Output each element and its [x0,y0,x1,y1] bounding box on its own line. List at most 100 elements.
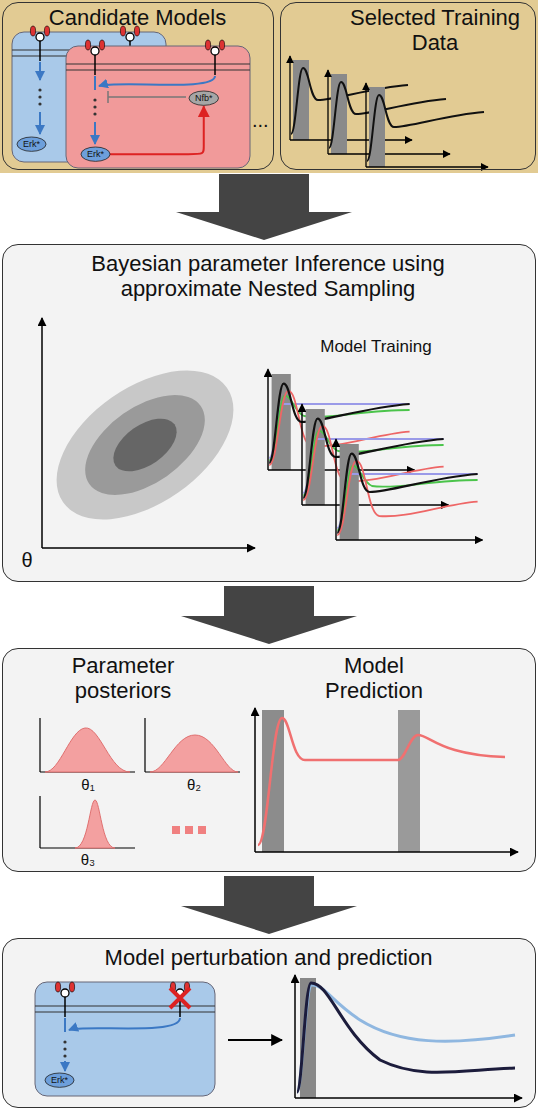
panel-heading: Model perturbation and prediction [3,945,534,970]
perturbation-plot [295,975,522,1098]
perturbed-model [63,1054,66,1057]
species-name: Erk* [51,1075,68,1085]
species-name: Erk* [87,149,104,159]
prediction-plot [255,708,518,852]
posterior-plots [45,728,130,772]
posterior-contours [30,318,260,550]
panel-text: Model Prediction [299,653,449,704]
perturbed-model [55,982,74,1017]
panel-box: Candidate ModelsErk* Nfb* Erk* [2,2,274,170]
posterior-contours [104,408,186,482]
posterior-plots [40,796,135,848]
flow-arrow [176,174,352,240]
posterior-contours [42,547,255,549]
ellipsis-label: ... [252,110,269,130]
panel-box: Bayesian parameter Inference using appro… [2,244,536,582]
perturbed-model [64,1061,66,1071]
training-data-plots [290,56,488,167]
red-model [93,112,96,115]
flow-arrow [181,586,357,644]
result-arrow [228,1039,282,1041]
flow-arrow [181,876,357,934]
red-model [94,76,96,90]
ellipse-shape [17,137,46,151]
prediction-plot [255,851,518,853]
perturbed-model [35,982,215,1096]
species-ellipse: Nfb* [189,91,219,105]
species-ellipse: Erk* [81,147,110,161]
blue-model [39,112,41,134]
species-name: Nfb* [195,93,213,103]
posterior-contours [68,375,223,515]
prediction-plot [398,710,420,852]
posterior-contours [41,318,43,548]
panel-fill [2,244,536,582]
panel-text: θ₁ [71,776,105,793]
blue-model [39,62,41,80]
training-data-plots [366,83,488,167]
perturbation-plot [297,985,515,1092]
panel-box: Model perturbation and predictionErk* [2,938,536,1108]
posterior-plots [150,735,238,772]
species-ellipse: Erk* [45,1073,74,1087]
perturbed-model [63,1040,66,1043]
panel-fill [2,648,536,872]
panel-heading: Bayesian parameter Inference using appro… [48,251,488,302]
ellipse-shape [45,1073,74,1087]
perturbed-model [63,1047,66,1050]
perturbed-model [69,1018,180,1030]
red-model [93,105,96,108]
knockout-cross [170,988,190,1008]
prediction-plot [258,718,505,845]
panel-box: Selected Training Data [280,2,536,170]
red-model [66,40,250,168]
posterior-plots [172,826,180,834]
prediction-plot [262,710,284,852]
blue-model [38,102,41,105]
ellipse-shape [81,147,110,161]
red-model [205,40,224,75]
posterior-contours [30,340,260,550]
posterior-plots [145,718,240,772]
red-model [85,40,104,75]
panel-heading: Parameter posteriors [43,653,203,704]
red-model [94,122,96,144]
blue-model [38,88,41,91]
panel-text: θ₃ [71,851,105,868]
feedback-arrow [110,106,204,154]
panel-heading: Selected Training Data [337,5,533,56]
model-training-plots [336,439,482,540]
model-training-plots [302,404,448,505]
perturbed-model [64,1018,66,1032]
blue-model [38,95,41,98]
red-model [99,76,215,86]
perturbation-plot [294,975,296,1098]
posterior-plots [198,826,206,834]
panel-fill [2,938,536,1108]
posterior-plots [40,718,240,848]
perturbation-plot [297,983,515,1092]
panel-text: θ₂ [177,776,211,793]
panel-heading: Candidate Models [3,5,272,30]
panel-text: Model Training [301,337,451,357]
model-training-plots [268,369,482,540]
red-model [66,64,250,70]
species-ellipse: Erk* [17,137,46,151]
inhibition-line [108,91,186,103]
posterior-plots [185,826,193,834]
top-band [0,0,538,173]
posterior-plots [40,718,135,772]
perturbed-model [35,982,282,1096]
red-model [93,98,96,101]
red-model [66,46,250,168]
blue-model [30,26,49,61]
panel-text: θ [15,549,39,572]
panel-box: Parameter posteriors Model Prediction θ₁ θ₂… [2,648,536,872]
prediction-plot [254,708,256,852]
perturbed-model [170,982,189,1017]
training-data-plots [328,70,450,154]
